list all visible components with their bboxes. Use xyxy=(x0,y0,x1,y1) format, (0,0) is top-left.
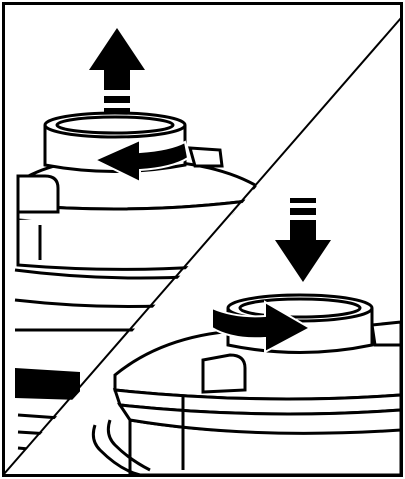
diagram-canvas xyxy=(0,0,405,479)
lid-installation-diagram xyxy=(0,0,405,479)
